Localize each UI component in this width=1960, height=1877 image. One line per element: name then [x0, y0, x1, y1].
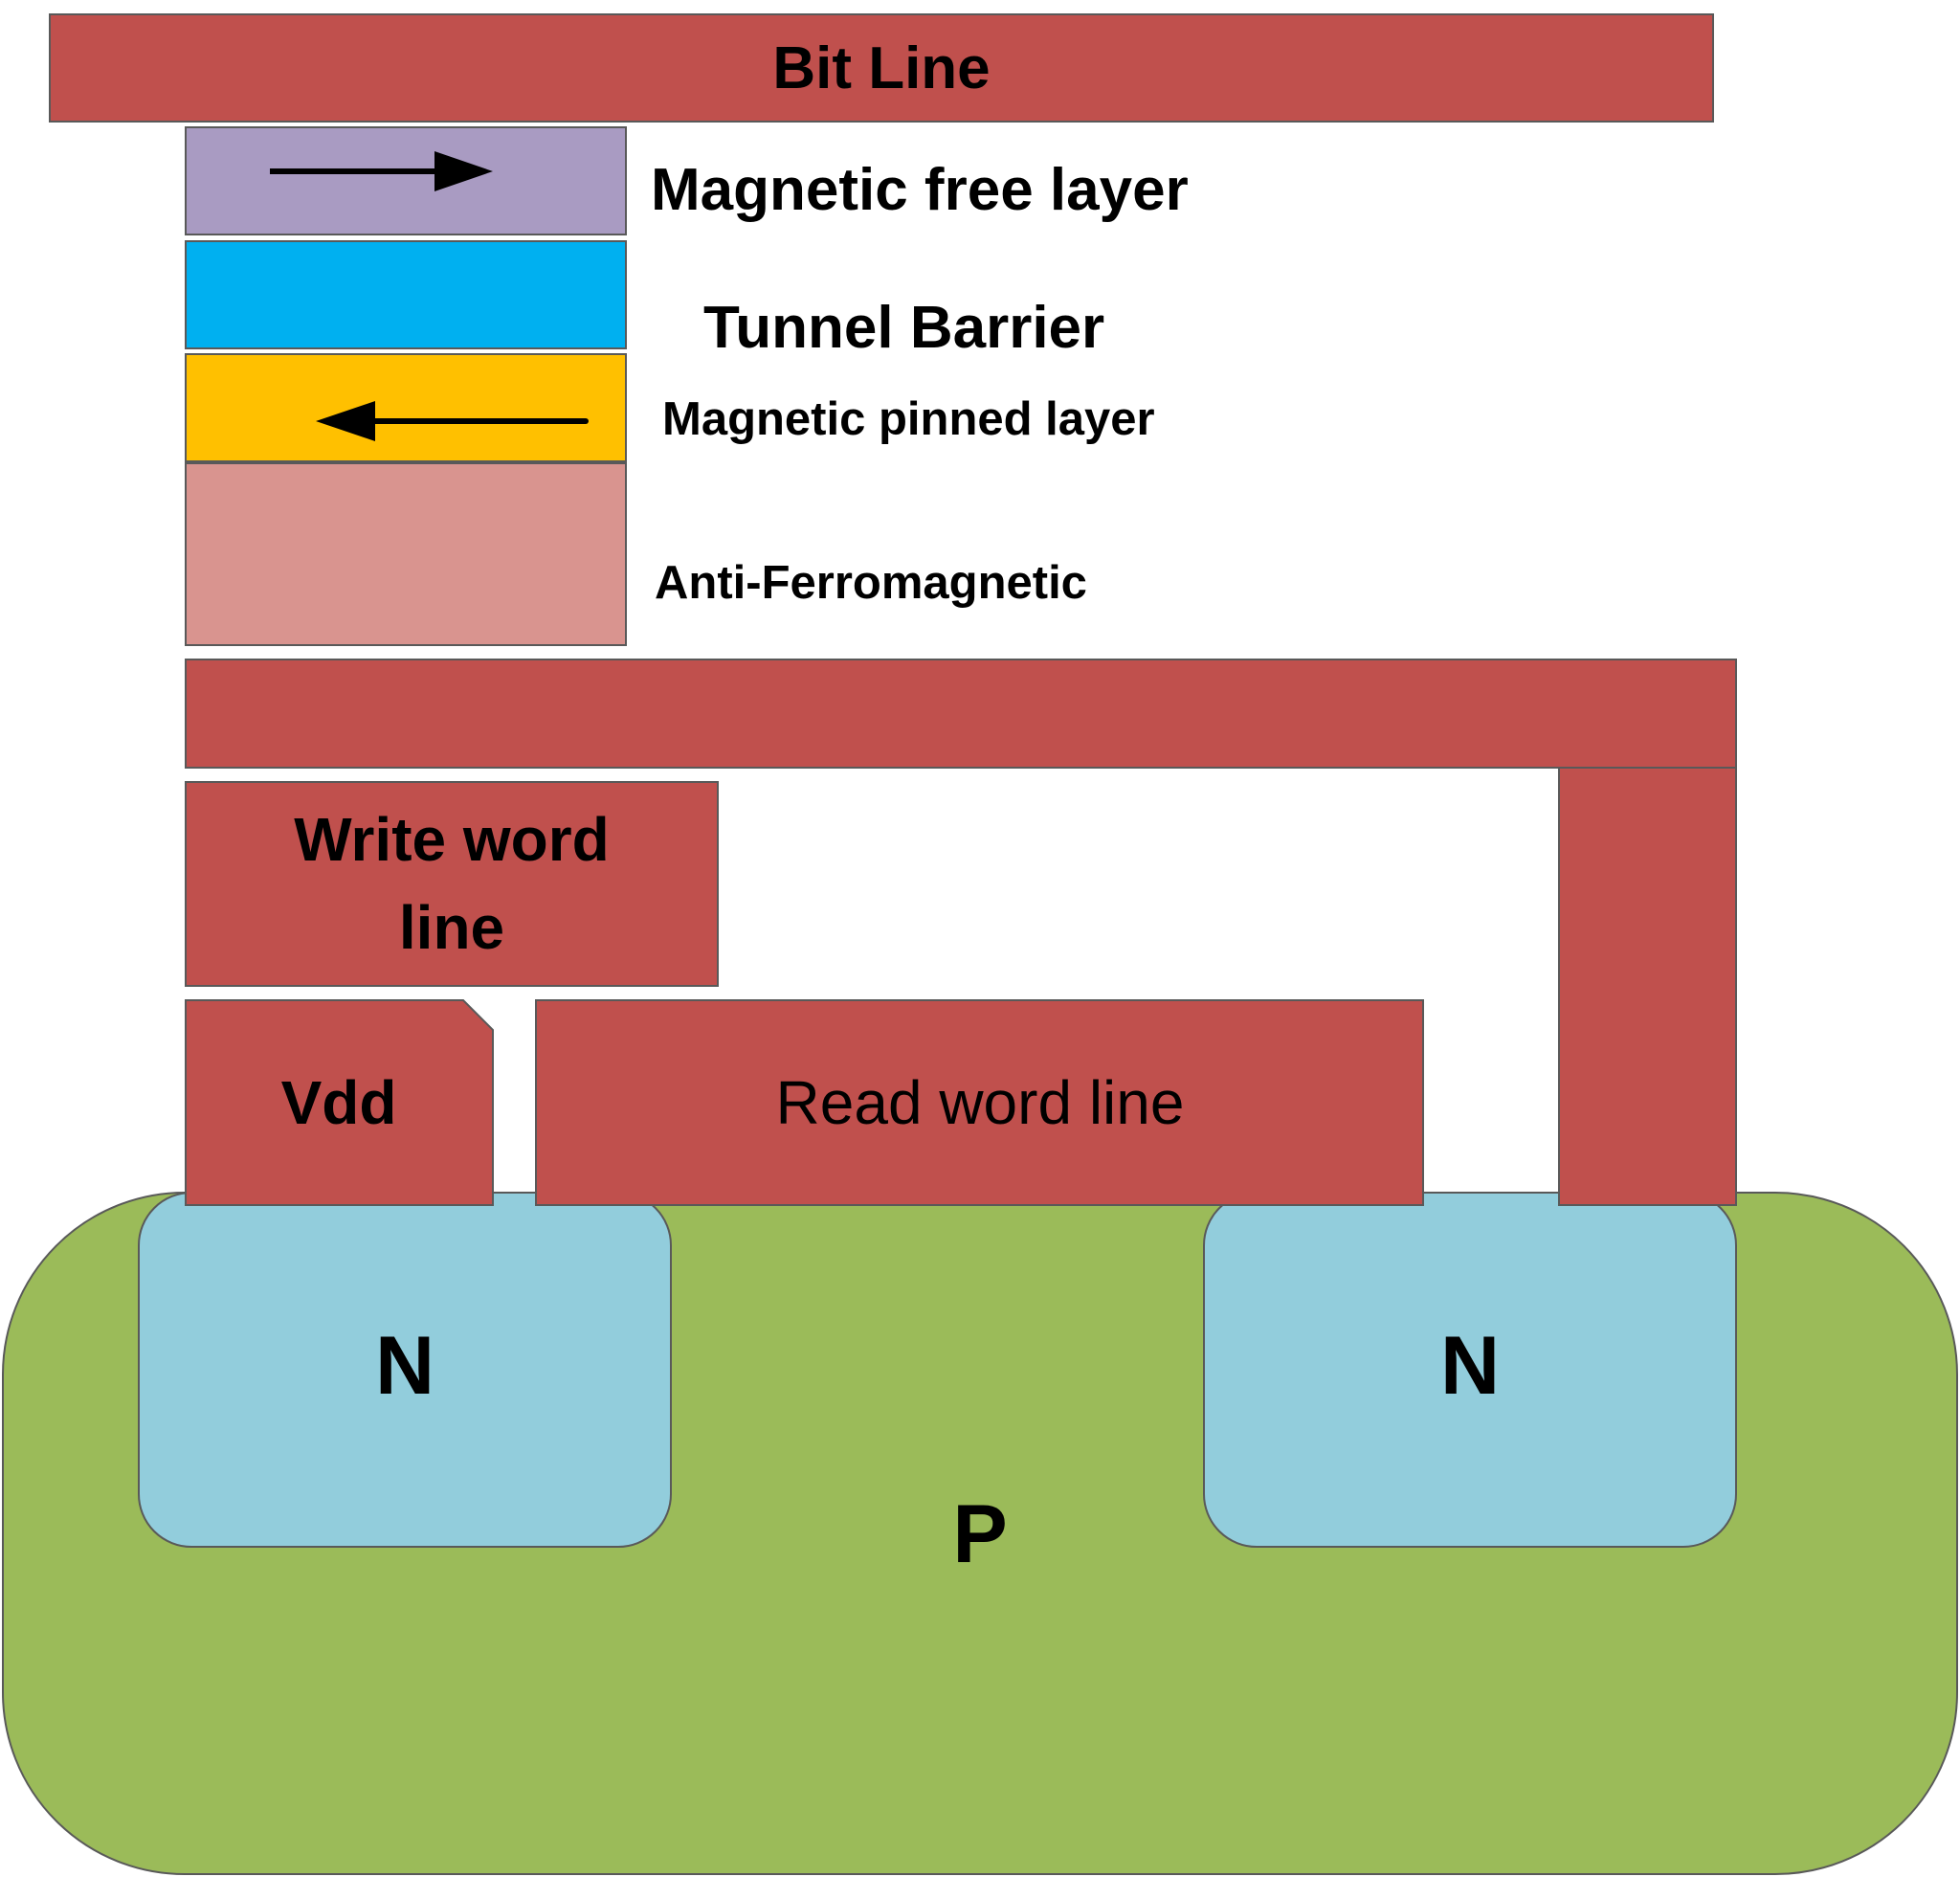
- tunnel-barrier: [185, 240, 627, 349]
- vdd-contact: [185, 999, 494, 1206]
- read-word-line: [535, 999, 1424, 1206]
- read-word-line-label: Read word line: [776, 1068, 1185, 1137]
- bit-line: [49, 13, 1714, 123]
- tunnel-barrier-label: Tunnel Barrier: [703, 295, 1104, 361]
- n-well-right: [1203, 1192, 1737, 1548]
- arrow-right-icon: [270, 151, 493, 191]
- magnetic-free-layer: [185, 126, 627, 235]
- magnetic-pinned-layer: [185, 353, 627, 462]
- write-word-line-label-1: Write word: [294, 805, 610, 874]
- p-substrate-label: P: [952, 1488, 1007, 1580]
- arrow-left-icon: [316, 401, 589, 441]
- write-word-line: [185, 781, 719, 987]
- anti-ferromagnetic-label: Anti-Ferromagnetic: [655, 557, 1087, 609]
- pinned-layer-label: Magnetic pinned layer: [662, 393, 1155, 445]
- bit-line-label: Bit Line: [772, 35, 990, 101]
- write-word-line-label-2: line: [399, 893, 504, 962]
- anti-ferromagnetic-layer: [185, 462, 627, 646]
- vdd-label: Vdd: [281, 1068, 397, 1137]
- n-left-label: N: [375, 1320, 434, 1412]
- bottom-electrode-and-via: [185, 659, 1737, 1206]
- free-layer-label: Magnetic free layer: [651, 157, 1189, 223]
- n-right-label: N: [1440, 1320, 1500, 1412]
